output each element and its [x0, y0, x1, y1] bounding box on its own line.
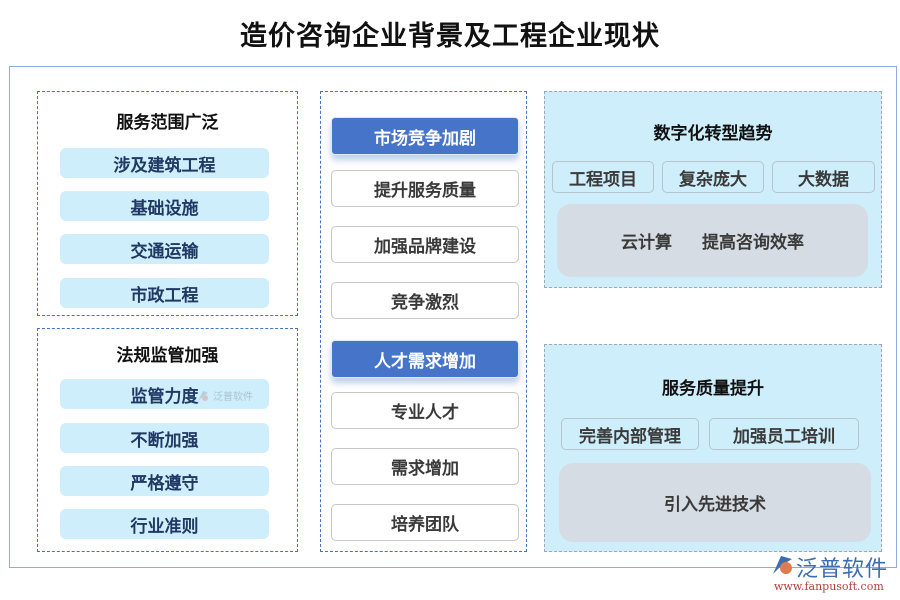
- panel-title: 服务范围广泛: [116, 113, 219, 133]
- panel-digital-transformation: 数字化转型趋势 工程项目 复杂庞大 大数据 云计算 提高咨询效率: [544, 91, 882, 288]
- panel-market: 市场竞争加剧 提升服务质量 加强品牌建设 竞争激烈 人才需求增加 专业人才 需求…: [320, 91, 527, 552]
- panel-regulation: 法规监管加强 监管力度 不断加强 严格遵守 行业准则: [37, 328, 298, 552]
- watermark-text: 泛普软件: [213, 392, 253, 403]
- list-item: 提升服务质量: [331, 170, 519, 207]
- highlight-box: 云计算 提高咨询效率: [557, 204, 868, 277]
- panel-service-scope: 服务范围广泛 涉及建筑工程 基础设施 交通运输 市政工程: [37, 91, 298, 316]
- panel-title: 服务质量提升: [662, 379, 764, 399]
- box-text: 提高咨询效率: [702, 233, 804, 253]
- fanpu-logo-icon: [198, 390, 208, 401]
- box-text: 云计算: [621, 233, 672, 253]
- panel-service-quality: 服务质量提升 完善内部管理 加强员工培训 引入先进技术: [544, 344, 882, 552]
- page-title: 造价咨询企业背景及工程企业现状: [240, 21, 660, 52]
- panel-title: 数字化转型趋势: [653, 124, 773, 144]
- logo-url: www.fanpusoft.com: [774, 580, 884, 593]
- tag: 完善内部管理: [561, 418, 699, 450]
- list-item: 专业人才: [331, 392, 519, 429]
- tag: 加强员工培训: [709, 418, 859, 450]
- list-item: 基础设施: [60, 191, 269, 221]
- diagram-frame: [9, 66, 897, 568]
- list-item: 交通运输: [60, 234, 269, 264]
- fanpu-logo-icon: [773, 556, 792, 574]
- list-item: 培养团队: [331, 504, 519, 541]
- list-item: 不断加强: [60, 423, 269, 453]
- brand-logo: 泛普软件 www.fanpusoft.com: [770, 551, 898, 597]
- list-item: 严格遵守: [60, 466, 269, 496]
- group-header-market-competition: 市场竞争加剧: [331, 117, 519, 155]
- highlight-box: 引入先进技术: [559, 463, 871, 542]
- tag: 复杂庞大: [662, 161, 764, 193]
- tag: 大数据: [772, 161, 875, 193]
- tag: 工程项目: [552, 161, 654, 193]
- list-item: 加强品牌建设: [331, 226, 519, 263]
- box-text: 引入先进技术: [664, 495, 766, 515]
- logo-name: 泛普软件: [796, 557, 889, 582]
- list-item: 监管力度: [60, 379, 269, 409]
- list-item: 涉及建筑工程: [60, 148, 269, 178]
- group-header-talent-demand: 人才需求增加: [331, 340, 519, 378]
- list-item: 竞争激烈: [331, 282, 519, 319]
- list-item: 行业准则: [60, 509, 269, 539]
- panel-title: 法规监管加强: [116, 346, 219, 366]
- watermark: 泛普软件: [196, 388, 253, 403]
- list-item: 需求增加: [331, 448, 519, 485]
- list-item: 市政工程: [60, 278, 269, 308]
